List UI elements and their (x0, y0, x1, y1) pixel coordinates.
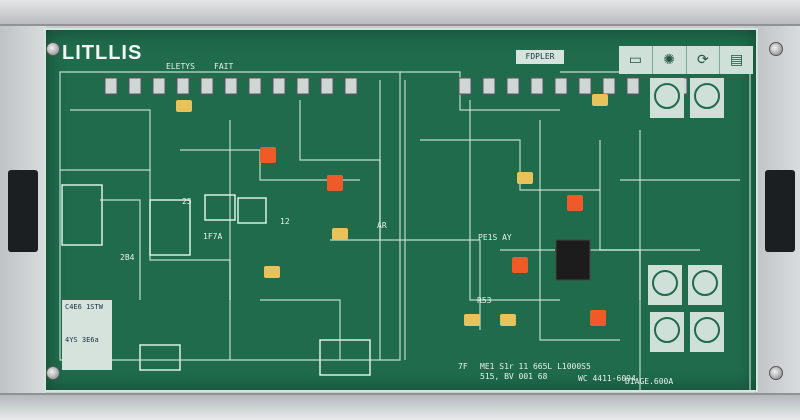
component-outline (149, 199, 191, 256)
trace (260, 299, 341, 360)
left-clamp (8, 170, 38, 252)
terminal-block (272, 77, 286, 95)
component-outline (61, 184, 103, 246)
fan-icon (694, 317, 720, 343)
label: 1F7A (203, 232, 223, 241)
info-box-label: C4E6 1STW (65, 303, 103, 311)
ic-chip (555, 239, 591, 281)
orange-component (260, 147, 276, 163)
terminal-block (152, 77, 166, 95)
gear-icon[interactable]: ✺ (653, 46, 687, 74)
orange-component (567, 195, 583, 211)
terminal-block (578, 77, 592, 95)
component-outline (204, 194, 236, 221)
fan-icon (692, 270, 718, 296)
terminal-block (554, 77, 568, 95)
terminal-block (602, 77, 616, 95)
capacitor (592, 94, 608, 106)
terminal-block (320, 77, 334, 95)
capacitor (500, 314, 516, 326)
capacitor (176, 100, 192, 112)
footer-code: WC 4411-6094 (578, 374, 636, 383)
component-outline (237, 197, 267, 224)
orange-component (590, 310, 606, 326)
trace (180, 149, 360, 181)
info-box-label: 4YS 3E6a (65, 336, 99, 344)
label: 12 (280, 217, 290, 226)
footer-code: ME1 S1r 11 665L L1000S5 (480, 362, 591, 371)
icon-bar: ▭ ✺ ⟳ ▤ (619, 46, 753, 74)
trace (590, 249, 641, 300)
label: 2B4 (120, 253, 135, 262)
trace (100, 199, 141, 300)
orange-component (327, 175, 343, 191)
screw-icon (769, 366, 783, 380)
terminal-block (224, 77, 238, 95)
fan-icon (654, 317, 680, 343)
screw-icon (46, 366, 60, 380)
footer-code: 515, BV 001 68 (480, 372, 548, 381)
trace (59, 71, 401, 361)
terminal-block (458, 77, 472, 95)
label: 25 (182, 197, 192, 206)
frame-top-rail (0, 0, 800, 26)
footer-code: DIAGE.600A (625, 377, 674, 386)
trace (420, 139, 600, 191)
orange-component (512, 257, 528, 273)
label: FAIT (214, 62, 234, 71)
terminal-block (104, 77, 118, 95)
settings-panel-icon[interactable]: ▤ (730, 52, 744, 68)
terminal-block (200, 77, 214, 95)
trace (539, 120, 620, 341)
panel-tag: FDPLER (516, 50, 564, 64)
label: ELETYS (166, 62, 195, 71)
trace (469, 100, 560, 301)
info-box: C4E6 1STW 4YS 3E6a (62, 300, 112, 370)
monitor-icon[interactable]: ▭ (619, 46, 653, 74)
trace (330, 239, 481, 330)
brand-logo: LITLLIS (62, 42, 143, 64)
label: AR (377, 221, 387, 230)
component-outline (319, 339, 371, 376)
trace (60, 109, 151, 171)
center-label: PE1S AY (478, 233, 512, 242)
terminal-block (176, 77, 190, 95)
terminal-block (296, 77, 310, 95)
right-clamp (765, 170, 795, 252)
refresh-icon[interactable]: ⟳ (687, 46, 721, 74)
terminal-block (506, 77, 520, 95)
terminal-block (344, 77, 358, 95)
trace (299, 100, 381, 240)
fan-icon (654, 83, 680, 109)
label: 7F (458, 362, 468, 371)
capacitor (464, 314, 480, 326)
screw-icon (46, 42, 60, 56)
terminal-block (128, 77, 142, 95)
component-outline (139, 344, 181, 371)
frame-bottom-rail (0, 393, 800, 420)
terminal-block (626, 77, 640, 95)
terminal-block (530, 77, 544, 95)
screw-icon (769, 42, 783, 56)
terminal-block (248, 77, 262, 95)
fan-icon (694, 83, 720, 109)
capacitor (332, 228, 348, 240)
fan-icon (652, 270, 678, 296)
terminal-block (482, 77, 496, 95)
capacitor (517, 172, 533, 184)
capacitor (264, 266, 280, 278)
trace (599, 140, 700, 251)
label: R53 (477, 296, 492, 305)
